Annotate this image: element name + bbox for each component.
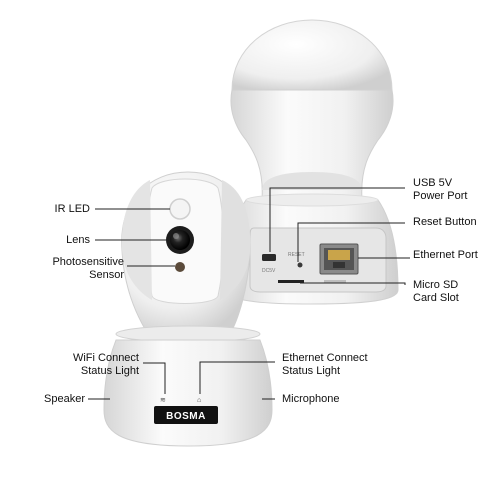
wifi-status-icon: ≋ <box>160 397 166 404</box>
label-lens: Lens <box>66 234 90 246</box>
lens <box>170 230 190 250</box>
label-usb-line1: USB 5V <box>413 177 453 189</box>
reset-button[interactable] <box>297 262 303 268</box>
label-microphone: Microphone <box>282 393 340 405</box>
leader-lines <box>88 187 410 400</box>
label-usb-line2: Power Port <box>413 190 468 202</box>
label-ir-led: IR LED <box>54 203 90 215</box>
leader-microsd <box>300 282 406 285</box>
back-camera-dome <box>231 19 393 91</box>
label-speaker: Speaker <box>44 393 85 405</box>
leader-usb <box>269 187 405 252</box>
label-micro-sd: Micro SD Card Slot <box>413 279 459 305</box>
label-reset-button: Reset Button <box>413 216 477 228</box>
leader-wifi <box>143 362 166 394</box>
ir-led <box>169 198 191 220</box>
label-eth-connect-line2: Status Light <box>282 365 341 377</box>
label-ethernet-port: Ethernet Port <box>413 249 478 261</box>
label-wifi-line1: WiFi Connect <box>72 352 139 364</box>
label-usb-power: USB 5V Power Port <box>413 177 467 203</box>
brand-badge <box>154 406 218 424</box>
ethernet-status-icon: ⌂ <box>197 397 201 404</box>
front-camera-base <box>103 339 273 447</box>
camera-back-view: DC5V RESET <box>225 19 399 305</box>
reset-port-label: RESET <box>288 252 305 258</box>
label-eth-connect-line1: Ethernet Connect <box>282 352 368 364</box>
leader-eth-connect <box>199 361 275 394</box>
leader-reset <box>297 222 405 262</box>
label-wifi-line2: Status Light <box>80 365 139 377</box>
label-wifi-status: WiFi Connect Status Light <box>73 352 139 378</box>
usb-port-label: DC5V <box>262 268 276 274</box>
micro-sd-slot <box>278 280 304 283</box>
label-photosensitive-line1: Photosensitive <box>52 256 124 268</box>
usb-power-port <box>262 254 276 261</box>
photosensitive-sensor <box>175 262 185 272</box>
label-ethernet-connect: Ethernet Connect Status Light <box>282 352 368 378</box>
label-photosensitive: Photosensitive Sensor <box>52 256 124 282</box>
camera-front-view: ≋ ⌂ BOSMA <box>103 171 273 447</box>
brand-logo: BOSMA <box>166 411 206 422</box>
label-microsd-line2: Card Slot <box>413 292 459 304</box>
label-photosensitive-line2: Sensor <box>89 269 124 281</box>
label-microsd-line1: Micro SD <box>413 279 459 291</box>
